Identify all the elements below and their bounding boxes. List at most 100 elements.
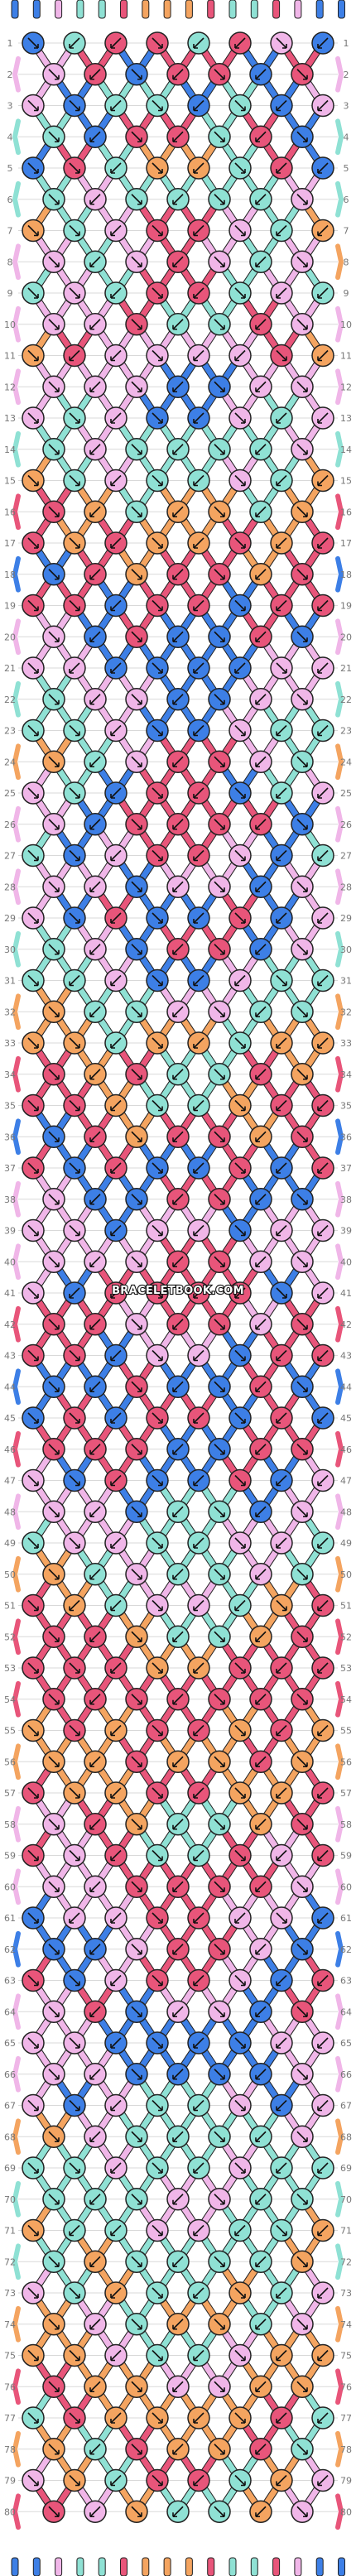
- knot: [84, 1938, 107, 1961]
- row-number: 26: [340, 819, 352, 830]
- edge-string: [335, 1868, 344, 1906]
- row-number: 36: [340, 1132, 352, 1142]
- row-number: 78: [4, 2444, 16, 2455]
- row-number: 61: [340, 1913, 352, 1924]
- row-number: 37: [340, 1163, 352, 1174]
- knot: [125, 688, 148, 711]
- row-number: 67: [340, 2101, 352, 2112]
- knot: [291, 2188, 314, 2211]
- string-bottom-stub: [120, 2557, 127, 2576]
- row-number: 36: [4, 1132, 16, 1142]
- knot: [270, 2218, 293, 2242]
- knot: [229, 594, 252, 618]
- knot: [22, 344, 45, 368]
- knot: [146, 594, 169, 618]
- knot: [125, 1938, 148, 1961]
- knot: [42, 188, 65, 211]
- row-number: 38: [340, 1194, 352, 1205]
- knot: [270, 31, 293, 55]
- knot: [104, 1906, 127, 1930]
- knot: [229, 1281, 252, 1305]
- edge-string: [12, 868, 21, 906]
- knot: [249, 250, 272, 273]
- knot: [104, 2281, 127, 2304]
- row-number: 26: [4, 819, 16, 830]
- row-number: 61: [4, 1913, 16, 1924]
- row-number: 24: [4, 757, 16, 767]
- edge-string: [335, 2118, 344, 2155]
- knot: [42, 1938, 65, 1961]
- knot: [249, 1875, 272, 1898]
- knot: [229, 1031, 252, 1055]
- knot: [22, 31, 45, 55]
- knot: [311, 94, 334, 118]
- knot: [270, 156, 293, 180]
- knot: [249, 688, 272, 711]
- edge-string: [335, 1805, 344, 1843]
- knot: [229, 906, 252, 930]
- row-number: 59: [4, 1851, 16, 1862]
- knot: [166, 2250, 190, 2273]
- knot: [22, 531, 45, 555]
- row-number: 27: [4, 851, 16, 862]
- edge-string: [335, 368, 344, 406]
- knot: [229, 1218, 252, 1242]
- knot: [166, 2125, 190, 2148]
- knot: [166, 2063, 190, 2086]
- knot: [166, 1188, 190, 1211]
- knot: [125, 125, 148, 148]
- knot: [22, 2156, 45, 2180]
- row-number: 23: [340, 726, 352, 737]
- row-number: 23: [4, 726, 16, 737]
- knot: [146, 906, 169, 930]
- knot: [187, 1468, 210, 1492]
- row-number: 80: [340, 2506, 352, 2517]
- knot: [270, 656, 293, 680]
- knot: [22, 1031, 45, 1055]
- knot: [291, 1063, 314, 1086]
- edge-string: [12, 2118, 21, 2155]
- knot: [187, 968, 210, 992]
- row-number: 59: [340, 1851, 352, 1862]
- row-number: 6: [7, 195, 13, 205]
- edge-string: [12, 1555, 21, 1593]
- knot: [104, 843, 127, 867]
- knot: [270, 1906, 293, 1930]
- knot: [22, 1093, 45, 1117]
- knot: [166, 2188, 190, 2211]
- knot: [22, 1593, 45, 1617]
- knot: [311, 1843, 334, 1867]
- row-number: 27: [340, 851, 352, 862]
- knot: [125, 625, 148, 648]
- knot: [125, 2000, 148, 2023]
- knot: [311, 1968, 334, 1992]
- edge-string: [335, 1055, 344, 1093]
- knot: [187, 2281, 210, 2304]
- knot: [270, 1781, 293, 1805]
- knot: [84, 2250, 107, 2273]
- knot: [104, 469, 127, 493]
- knot: [311, 1406, 334, 1430]
- knot: [311, 1656, 334, 1680]
- knot: [166, 250, 190, 273]
- knot: [63, 469, 86, 493]
- knot: [84, 2500, 107, 2523]
- knot: [208, 125, 231, 148]
- knot: [63, 2343, 86, 2367]
- knot: [311, 1031, 334, 1055]
- knot: [166, 1750, 190, 1773]
- knot: [229, 1468, 252, 1492]
- knot: [42, 1125, 65, 1148]
- string-bottom-stub: [55, 2557, 63, 2576]
- knot: [42, 500, 65, 523]
- knot: [22, 2343, 45, 2367]
- knot: [187, 1156, 210, 1180]
- edge-string: [335, 555, 344, 593]
- knot: [63, 968, 86, 992]
- knot: [104, 1156, 127, 1180]
- knot: [208, 563, 231, 586]
- row-number: 1: [344, 38, 349, 49]
- knot: [291, 313, 314, 336]
- edge-string: [12, 1930, 21, 1968]
- knot: [146, 1906, 169, 1930]
